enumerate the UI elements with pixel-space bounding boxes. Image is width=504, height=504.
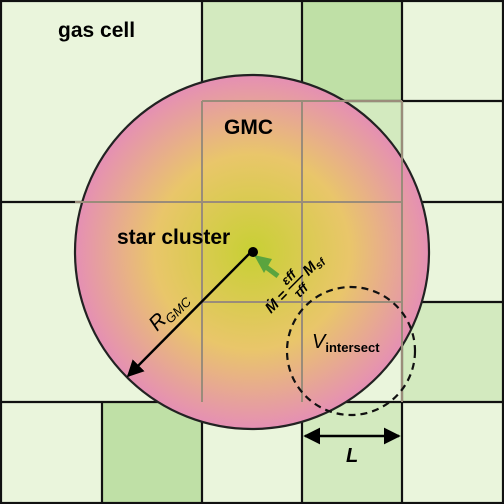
fraction-bar	[288, 274, 304, 290]
gas-cell	[402, 402, 504, 504]
gas-cell	[0, 402, 102, 504]
length-label: L	[346, 445, 358, 467]
gmc-label: GMC	[224, 116, 273, 139]
radius-arrow	[126, 252, 251, 378]
gas-cell	[102, 402, 202, 504]
gas-cell-label: gas cell	[58, 19, 135, 42]
intersect-volume-label: Vintersect	[312, 331, 380, 355]
gas-cell	[302, 402, 402, 504]
sub-grid-lines	[75, 100, 403, 402]
intersect-volume-circle	[285, 285, 417, 417]
star-cluster-label: star cluster	[117, 226, 230, 249]
gas-cell	[402, 0, 504, 101]
green-arrow	[254, 255, 280, 278]
gas-cell	[402, 302, 504, 402]
star-cluster-dot	[248, 247, 258, 257]
gas-cell	[302, 0, 402, 101]
